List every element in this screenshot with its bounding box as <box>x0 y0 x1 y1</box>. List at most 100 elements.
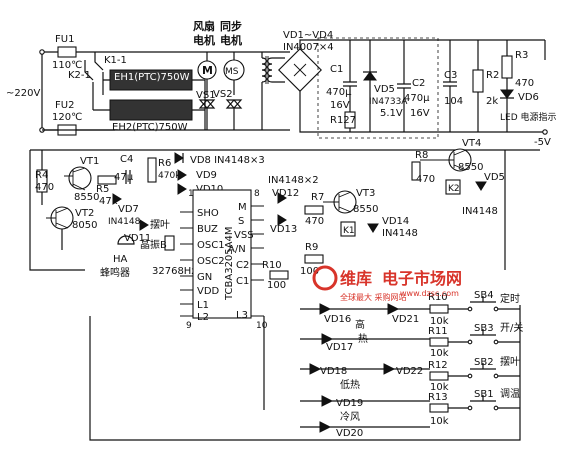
pin-num-1: 1 <box>188 189 194 199</box>
vd7-part: IN4148 <box>108 217 141 227</box>
terminal-top <box>39 49 45 55</box>
vd18-label: VD18 <box>320 366 347 377</box>
r12-label: R12 <box>428 360 448 371</box>
eh2-label: EH2(PTC)750W <box>112 122 188 133</box>
r127-label: R127 <box>330 115 356 126</box>
c2-val: 470μ <box>404 93 430 104</box>
vt4-val: 8550 <box>458 162 483 173</box>
led-wires <box>89 305 521 441</box>
r5-label: R5 <box>96 184 109 195</box>
vd15-part: IN4148 <box>462 206 498 217</box>
fu1-label: FU1 <box>55 34 74 45</box>
ic-chip: TCBA3205A4M SHO BUZ OSC1 OSC2 GN VDD L1 … <box>180 189 268 331</box>
r8-val: 470 <box>416 174 435 185</box>
diode-vd8 <box>174 152 184 164</box>
pin-l2: L2 <box>197 312 209 323</box>
vd14-label: VD14 <box>382 216 409 227</box>
sw4-contact-a <box>467 306 473 312</box>
diode-vd12 <box>277 192 287 204</box>
pin-num-10: 10 <box>256 321 268 331</box>
triac-vs2 <box>225 99 243 109</box>
sw1-contact-b <box>493 405 499 411</box>
low-heat-label: 低热 <box>340 378 360 391</box>
led-vd6 <box>500 89 514 99</box>
resistor-r2 <box>472 69 484 93</box>
fan-motor-top: 风扇 <box>193 19 215 33</box>
sb4-fn: 定时 <box>500 292 520 305</box>
vd5-lead2 <box>363 71 377 132</box>
pin-vdd: VDD <box>197 286 220 297</box>
vd21-label: VD21 <box>392 314 419 325</box>
k2-1-contact <box>84 60 94 110</box>
k2-1-label: K2-1 <box>68 70 91 81</box>
vd9-label: VD9 <box>196 170 217 181</box>
diode-vd11 <box>139 219 149 231</box>
vd5-label: VD5 <box>374 84 395 95</box>
vd11-label: VD11 <box>124 233 151 244</box>
led-text: LED 电源指示 <box>500 111 557 123</box>
sw2-contact-b <box>493 373 499 379</box>
resistor-r11 <box>429 337 449 347</box>
resistor-r8 <box>411 161 421 181</box>
vd8-label: VD8 IN4148×3 <box>190 155 265 166</box>
led-vd20 <box>319 421 332 433</box>
zener-vd5 <box>363 71 377 81</box>
watermark-tagline: 全球最大 采购网站 <box>340 292 407 302</box>
cold-wind-label: 冷风 <box>340 410 360 423</box>
r9-val: 100 <box>300 266 319 277</box>
fu1-temp: 110℃ <box>52 60 82 71</box>
left-wire <box>29 150 85 271</box>
diode-vd15 <box>475 181 487 191</box>
transformer-core <box>265 56 269 84</box>
in4148x2-label: IN4148×2 <box>268 175 319 186</box>
cap-c1 <box>343 40 357 132</box>
vd12-label: VD12 <box>272 188 299 199</box>
r2-val: 2k <box>486 96 498 107</box>
resistor-r10b <box>429 304 449 314</box>
cap-c4 <box>125 170 131 184</box>
fan-motor-bot: 电机 <box>193 33 215 47</box>
dc-rails <box>299 39 545 133</box>
sw3-contact-b <box>493 339 499 345</box>
r11-val: 10k <box>430 348 449 359</box>
vd13-label: VD13 <box>270 224 297 235</box>
vd7-label: VD7 <box>118 204 139 215</box>
r9-label: R9 <box>305 242 318 253</box>
diode-vd13 <box>277 214 287 226</box>
watermark-logo-icon <box>312 265 338 291</box>
transformer-leads <box>261 52 285 130</box>
r3-label: R3 <box>515 50 528 61</box>
vs2-label: VS2 <box>213 89 233 100</box>
relay-k2 <box>445 179 461 195</box>
vd5-part: IN4733A <box>369 97 408 107</box>
sync-motor-top: 同步 <box>220 19 242 33</box>
supply-label: ~220V <box>6 88 40 99</box>
buzzer-ha <box>117 235 135 245</box>
pin-num-8: 8 <box>254 189 260 199</box>
vs1-label: VS1 <box>196 90 216 101</box>
sync-motor-ms: MS <box>225 67 239 77</box>
c2-label: C2 <box>412 78 425 89</box>
sync-motor-bot: 电机 <box>220 33 242 47</box>
resistor-r127 <box>344 111 356 129</box>
triac-vs1 <box>198 99 216 109</box>
pin-vss: VSS <box>234 230 254 241</box>
r10b-label: R10 <box>428 292 448 303</box>
sb3-label: SB3 <box>474 323 494 334</box>
c1-val: 470μ <box>326 87 352 98</box>
k1-1-label: K1-1 <box>104 55 127 66</box>
freq-label: 32768Hz <box>152 266 197 277</box>
r5-val: 47k <box>99 196 118 207</box>
r7-val: 470 <box>305 216 324 227</box>
cap-c2 <box>397 40 411 132</box>
r11-label: R11 <box>428 326 448 337</box>
resistor-r3 <box>501 55 513 79</box>
fu2-label: FU2 <box>55 100 74 111</box>
vt2-label: VT2 <box>75 208 94 219</box>
led-lead <box>500 97 514 132</box>
motor-wires <box>206 52 235 95</box>
switch-buttons <box>470 296 496 402</box>
pin-c1: C1 <box>236 276 249 287</box>
vd1-4-label: VD1~VD4 <box>283 30 333 41</box>
